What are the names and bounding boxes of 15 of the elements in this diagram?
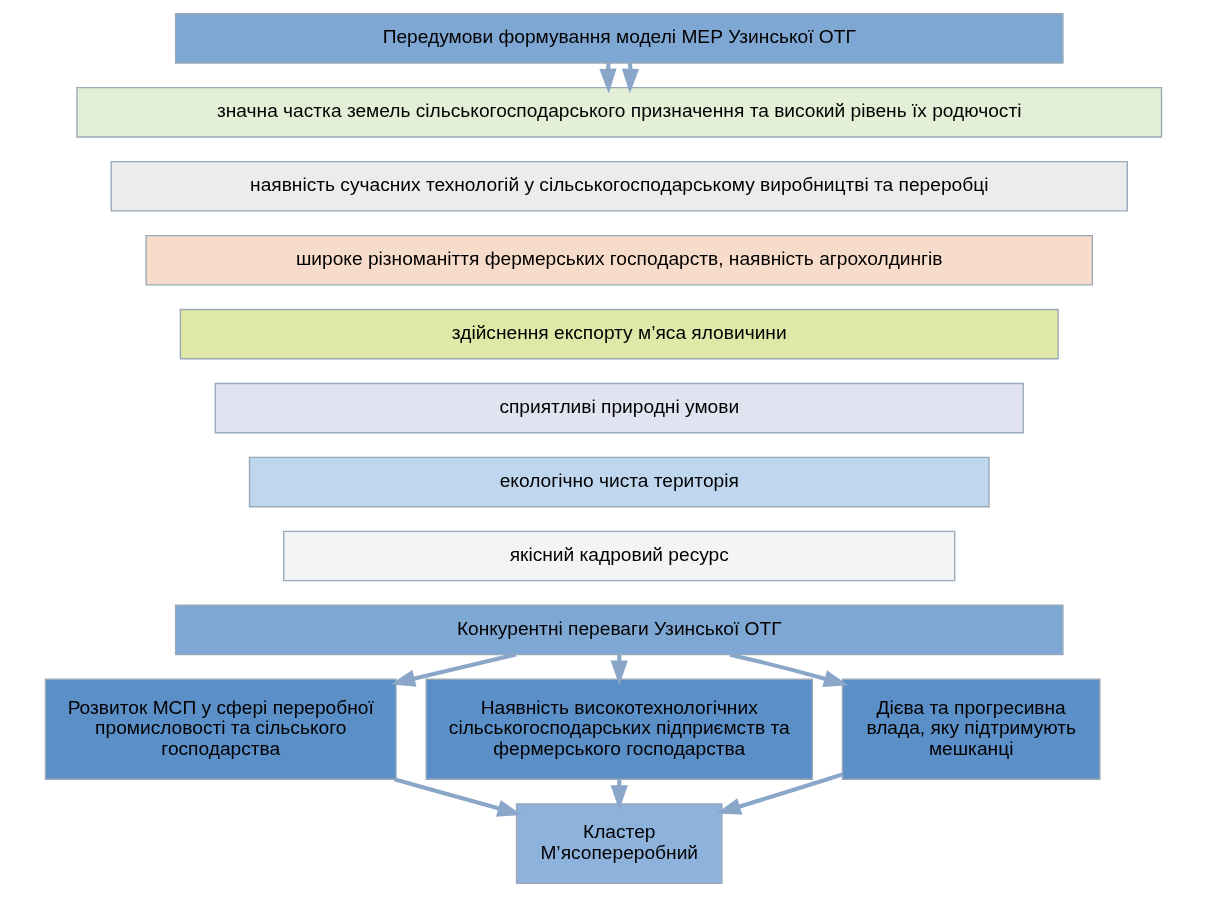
node-box: Розвиток МСП у сфері переробної промисловості та сільського господарства (44, 678, 397, 780)
node-box: широке різноманіття фермерських господарств, наявність агрохолдингів (145, 234, 1094, 286)
arrow (393, 777, 523, 817)
arrow (716, 772, 843, 815)
node-box: Передумови формування моделі МЕР Узинської ОТГ (174, 13, 1064, 64)
node-box: Дієва та прогресивна влада, яку підтримують мешканці (841, 678, 1101, 780)
node-box: екологічно чиста територія (248, 456, 990, 508)
node-box: Кластер М’ясопереробний (515, 803, 723, 884)
node-box: здійснення експорту м’яса яловичини (179, 308, 1059, 360)
node-box: якісний кадровий ресурс (283, 530, 956, 582)
node-box: значна частка земель сільськогосподарського призначення та високий рівень їх родючості (76, 87, 1163, 138)
node-box: Наявність високотехнологічних сільськогосподарських підприємств та фермерського господарства (425, 678, 813, 780)
node-box: Конкурентні переваги Узинської ОТГ (174, 604, 1064, 656)
node-box: наявність сучасних технологій у сільськогосподарському виробництві та переробці (110, 160, 1128, 212)
node-box: сприятливі природні умови (214, 382, 1024, 434)
